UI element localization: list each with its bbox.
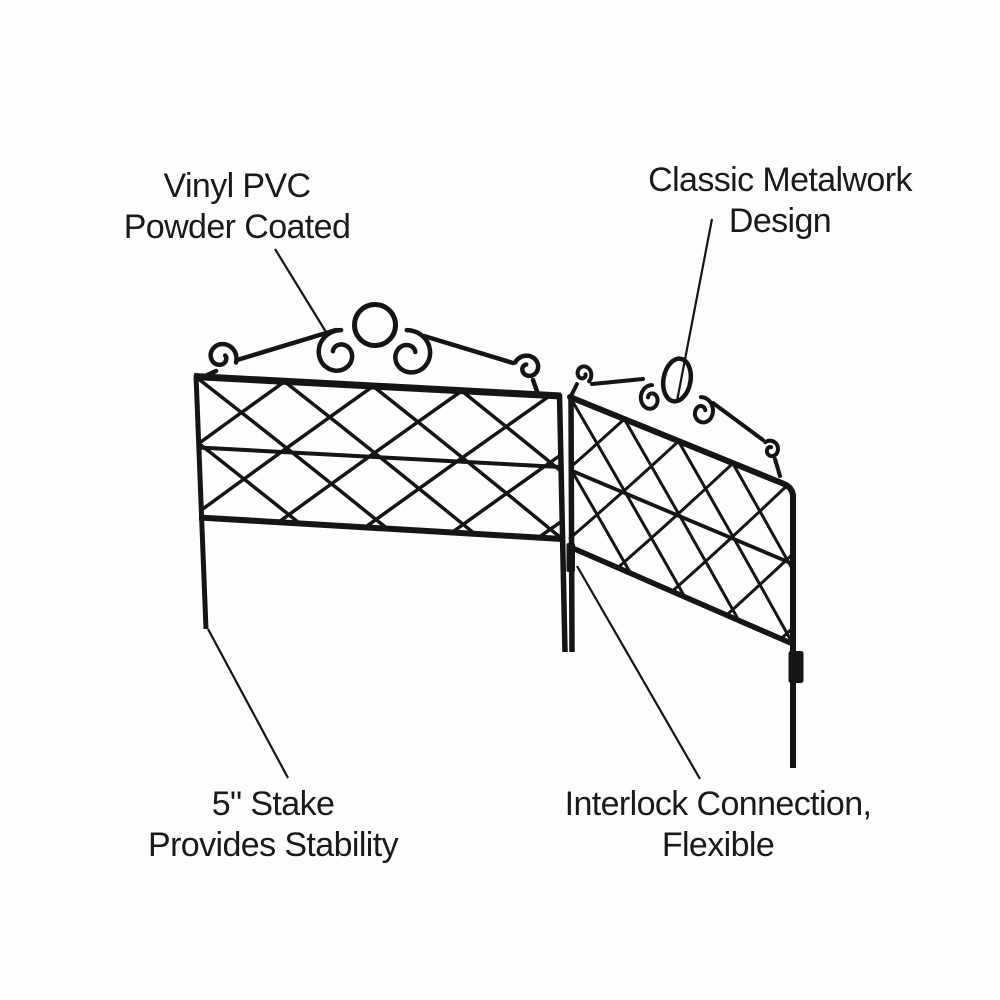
right-fence-panel (566, 356, 804, 768)
callout-text-line: Flexible (661, 826, 775, 864)
leader-line-interlock (576, 565, 701, 780)
callout-text-line: 5" Stake (211, 785, 335, 823)
callout-5in-stake-stability: 5" Stake Provides Stability (148, 784, 399, 866)
leader-lines (207, 218, 714, 780)
leader-line-stake (207, 628, 289, 779)
callout-text-line: Interlock Connection, (564, 785, 872, 823)
callout-classic-metalwork-design: Classic Metalwork Design (648, 160, 912, 242)
callout-text-line: Design (728, 202, 832, 240)
left-fence-panel (193, 302, 568, 653)
leader-line-vinyl-pvc (274, 248, 327, 333)
callout-text-line: Provides Stability (148, 826, 399, 864)
leader-line-metalwork (675, 218, 714, 402)
callout-interlock-connection-flexible: Interlock Connection, Flexible (565, 784, 872, 866)
callout-text-line: Classic Metalwork (648, 161, 912, 199)
callout-vinyl-pvc-powder-coated: Vinyl PVC Powder Coated (124, 166, 351, 248)
callout-text-line: Vinyl PVC (163, 167, 311, 205)
interlock-clip (788, 651, 804, 683)
interlock-sleeve (566, 543, 575, 572)
callout-text-line: Powder Coated (123, 208, 351, 246)
